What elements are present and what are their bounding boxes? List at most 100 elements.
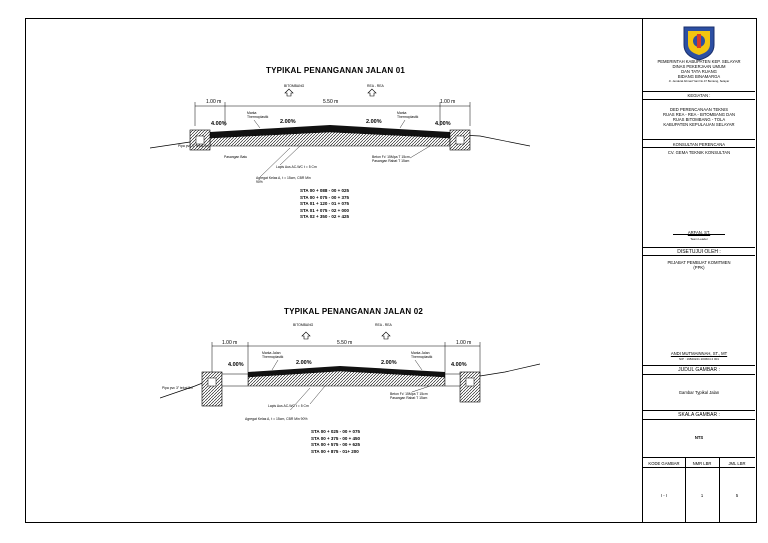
slope-left-outer-2: 4.00%	[228, 362, 244, 368]
station-2-1: STA 00 + 025 - 00 + 075	[311, 429, 361, 434]
slope-left-outer-1: 4.00%	[211, 121, 227, 127]
slope-right-outer-1: 4.00%	[435, 121, 451, 127]
station-1-3: STA 01 + 120 - 01 + 075	[300, 201, 350, 207]
ppk-name: ANDI MUTMAINNAH, ST., MT	[670, 351, 728, 356]
station-2-2: STA 00 + 375 - 00 + 450	[311, 435, 361, 441]
label-marka-right-1: Marka Thermoplastik	[397, 111, 419, 119]
ppk-line-1: PEJABAT PEMBUAT KOMITMEN	[667, 260, 731, 265]
direction-arrow-left-2	[301, 331, 311, 340]
judul-cell: Gambar Typikal Jalan	[643, 374, 755, 410]
skala-cell: NTS	[643, 419, 755, 457]
dim-left-2: 1.00 m	[222, 340, 238, 346]
label-pasangan-1: Pasangan Batu	[224, 155, 248, 159]
dim-right-2: 1.00 m	[456, 340, 472, 346]
label-agregat-2: Agregat Kelas A, t = 15cm, CBR Min 90%	[245, 417, 308, 421]
pavement-2	[201, 366, 481, 407]
approved-label: DISETUJUI OLEH :	[677, 249, 721, 255]
konsultan-name: CV. GEMA TEKNIK KONSULTAN	[667, 150, 731, 155]
dimension-lines-2	[211, 342, 481, 376]
direction-arrow-right-2	[381, 331, 391, 340]
skala-value: NTS	[694, 435, 704, 440]
kegiatan-line-2: RUAS REA - REA - BITOMBANG DAN	[662, 112, 736, 117]
label-marka-right-2: Marka Jalan Thermoplastik	[411, 351, 433, 359]
nmr-label: NMR LBR	[692, 461, 712, 466]
label-marka-left-1: Marka Thermoplastik	[247, 111, 269, 119]
slope-right-inner-1: 2.00%	[366, 119, 382, 125]
label-lapis-aus-1: Lapis Aus AC-WC t = 5 Cm	[276, 165, 317, 169]
agency-line-1: PEMERINTAH KABUPATEN KEP. SELAYAR	[657, 59, 741, 64]
kegiatan-line-3: RUAS BITOMBANG - TOLA	[672, 117, 726, 122]
team-leader-role: Team Leader	[690, 237, 708, 241]
drawing-2-title: TYPIKAL PENANGANAN JALAN 02	[284, 307, 424, 316]
judul-value: Gambar Typikal Jalan	[678, 390, 720, 395]
label-agregat-1: Agregat Kelas A, t = 15cm, CBR Min 90%	[256, 176, 311, 184]
label-lapis-aus-2: Lapis Aus AC-WC t = 5 Cm	[268, 404, 309, 408]
label-pipe-2: Pipa pvc 3" tebal 5m	[162, 386, 193, 390]
station-2-4: STA 00 + 875 - 01+ 200	[311, 448, 359, 454]
station-1-4: STA 01 + 075 - 02 + 000	[300, 207, 350, 213]
drawing-frame	[25, 18, 643, 523]
kegiatan-label: KEGIATAN :	[687, 93, 711, 98]
agency-line-4: BIDANG BINAMARGA	[677, 74, 721, 79]
judul-header: JUDUL GAMBAR :	[643, 365, 755, 375]
nmr-value: 1	[700, 493, 704, 498]
label-marka-left-2: Marka Jalan Thermoplastik	[262, 351, 284, 359]
kegiatan-cell: DED PERENCANAAN TEKNIS RUAS REA - REA - …	[643, 99, 755, 139]
approved-header: DISETUJUI OLEH :	[643, 247, 755, 257]
agency-line-3: DAN TATA RUANG	[681, 69, 717, 74]
kode-label: KODE GAMBAR	[648, 461, 680, 466]
ground-line-right-2	[479, 363, 540, 377]
direction-label-left-2: BITOMBANG	[293, 323, 314, 327]
ppk-line-2: (PPK)	[693, 265, 705, 270]
station-1-1: STA 00 + 088 - 00 + 025	[300, 188, 350, 193]
station-1-2: STA 00 + 075 - 00 + 375	[300, 194, 350, 200]
regency-logo-icon	[683, 26, 715, 61]
agency-address: Jl. Jenderal Ahmad Yani No.47 Benteng, S…	[668, 79, 730, 83]
konsultan-header: KONSULTAN PERENCANA	[643, 139, 755, 149]
kegiatan-line-1: DED PERENCANAAN TEKNIS	[669, 107, 729, 112]
slope-left-inner-1: 2.00%	[280, 119, 296, 125]
direction-label-right-2: REA - REA	[375, 323, 392, 327]
direction-arrow-left	[284, 88, 294, 97]
signature-line-team-leader	[673, 234, 725, 235]
kegiatan-header: KEGIATAN :	[643, 91, 755, 111]
leader-lines-2	[271, 359, 431, 410]
cross-section-1	[150, 88, 530, 178]
kode-value: I - I	[660, 493, 668, 498]
label-rev-2: Beton Fc' 15Mpa T 15cm Pasangan Rabat T …	[390, 392, 428, 400]
jml-value: 5	[735, 493, 739, 498]
station-list-1: STA 00 + 088 - 00 + 025 STA 00 + 075 - 0…	[300, 188, 349, 221]
direction-label-right-1: REA - REA	[367, 84, 384, 88]
cross-section-2	[160, 331, 540, 410]
ground-line-right-1	[459, 134, 530, 147]
team-leader-name: ARFAN, ST.	[687, 230, 711, 235]
code-divider-2	[719, 457, 720, 523]
slope-right-inner-2: 2.00%	[381, 360, 397, 366]
skala-label: SKALA GAMBAR :	[678, 412, 720, 418]
drawing-1-title: TYPIKAL PENANGANAN JALAN 01	[266, 66, 406, 75]
dim-center-2: 5.50 m	[337, 340, 353, 346]
title-block: PEMERINTAH KABUPATEN KEP. SELAYAR DINAS …	[643, 18, 757, 523]
label-rev-1: Beton Fc' 15Mpa T 15cm Pasangan Rabat T …	[372, 155, 410, 163]
direction-label-left-1: BITOMBANG	[284, 84, 305, 88]
skala-header: SKALA GAMBAR :	[643, 410, 755, 420]
kegiatan-line-4: KABUPATEN KEPULAUAN SELAYAR	[663, 122, 735, 127]
dim-right-1: 1.00 m	[440, 99, 456, 105]
konsultan-cell: CV. GEMA TEKNIK KONSULTAN ARFAN, ST. Tea…	[643, 147, 755, 247]
direction-arrow-right	[367, 88, 377, 97]
dim-center-1: 5.50 m	[323, 99, 339, 105]
leader-lines-1	[253, 119, 431, 178]
slope-left-inner-2: 2.00%	[296, 360, 312, 366]
pavement-1	[189, 125, 471, 151]
judul-label: JUDUL GAMBAR :	[678, 367, 720, 373]
code-value-row: I - I 1 5	[643, 467, 755, 523]
code-header-row: KODE GAMBAR NMR LBR JML LBR	[643, 457, 755, 468]
konsultan-label: KONSULTAN PERENCANA	[672, 142, 726, 147]
ppk-cell: PEJABAT PEMBUAT KOMITMEN (PPK) ANDI MUTM…	[643, 255, 755, 365]
station-1-5: STA 02 + 350 - 02 + 425	[300, 214, 350, 220]
dim-left-1: 1.00 m	[206, 99, 222, 105]
agency-block: PEMERINTAH KABUPATEN KEP. SELAYAR DINAS …	[643, 59, 755, 83]
agency-line-2: DINAS PEKERJAAN UMUM	[672, 64, 726, 69]
code-divider-1	[685, 457, 686, 523]
station-2-3: STA 00 + 575 - 00 + 625	[311, 442, 361, 448]
